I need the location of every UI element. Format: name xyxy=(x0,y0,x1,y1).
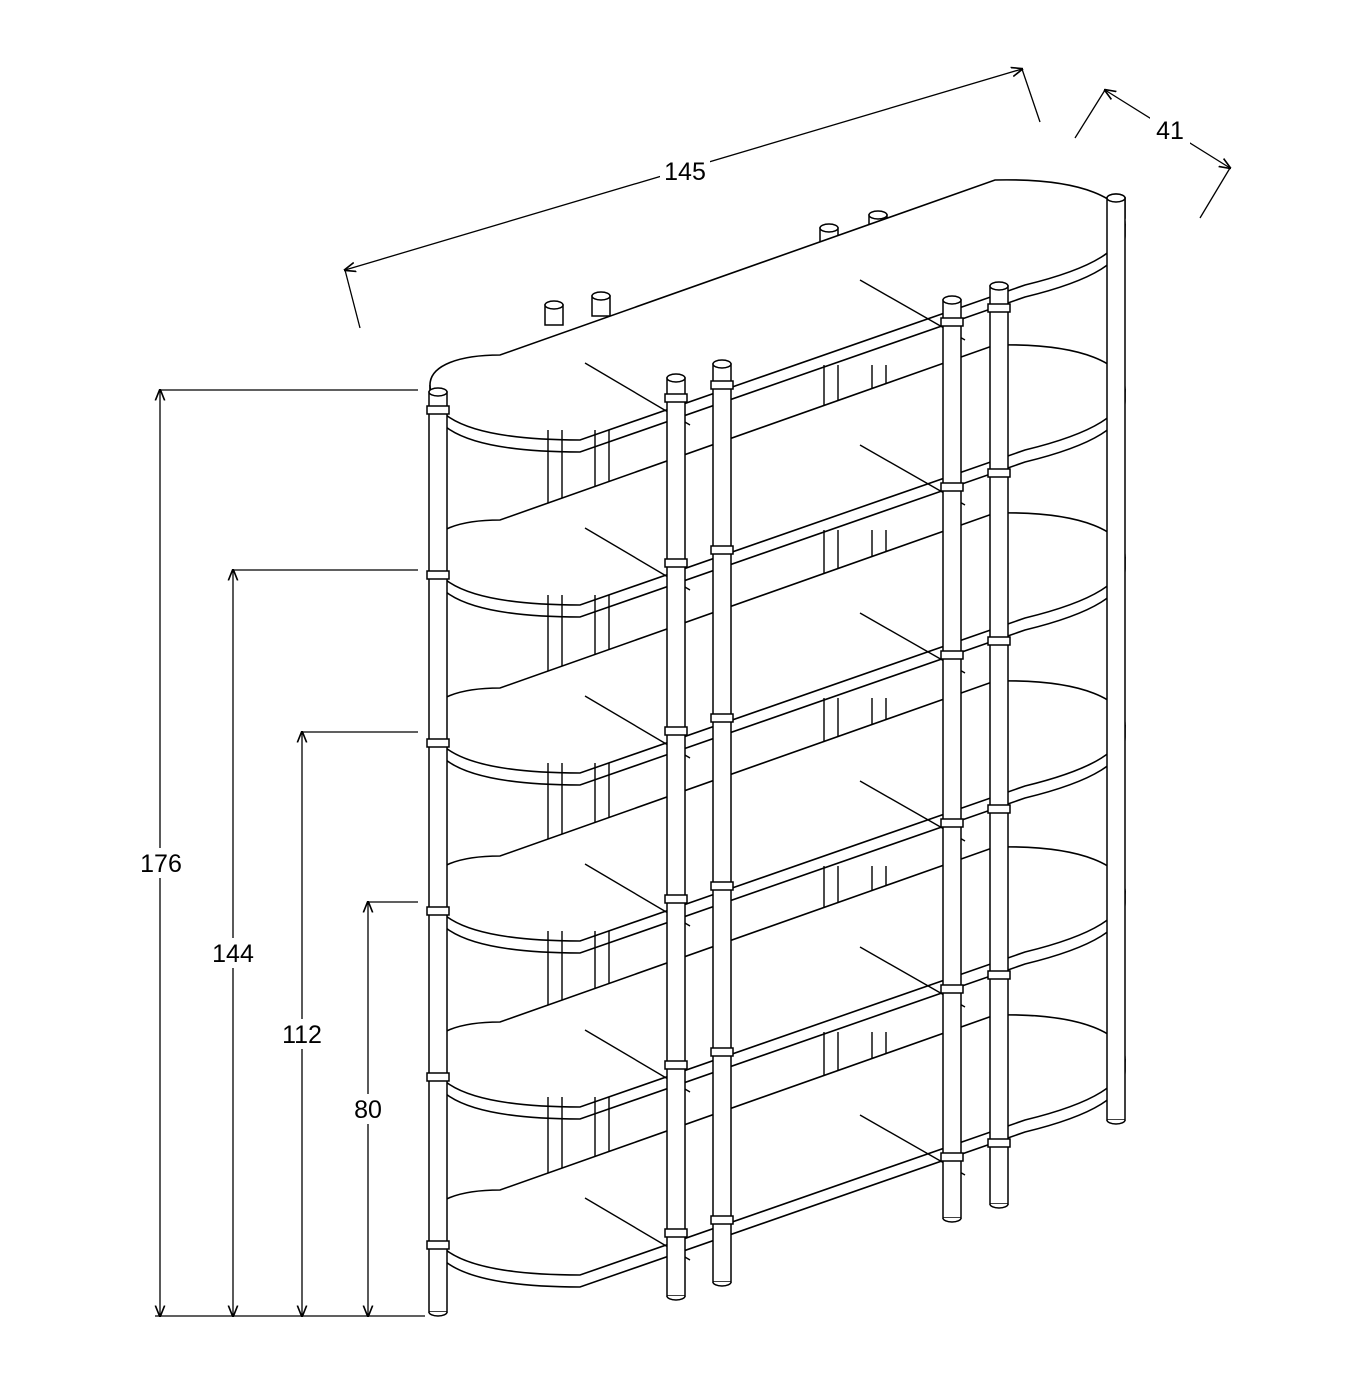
post-clamp xyxy=(426,738,450,748)
height-112-label: 112 xyxy=(282,1021,322,1049)
post-clamp xyxy=(426,1072,450,1082)
post-bottom xyxy=(712,1281,732,1287)
post-clamp xyxy=(987,804,1011,814)
post-body xyxy=(1106,197,1126,1121)
post-top xyxy=(942,295,962,305)
post-clamp xyxy=(710,881,734,891)
post-body xyxy=(666,377,686,1297)
post-bottom xyxy=(989,1203,1009,1209)
post-bottom xyxy=(666,1295,686,1301)
post-clamp xyxy=(940,818,964,828)
rear-post-top xyxy=(868,210,888,220)
front-post-5 xyxy=(987,281,1011,1209)
post-clamp xyxy=(940,482,964,492)
height-176-label: 176 xyxy=(140,850,182,878)
post-top xyxy=(712,359,732,369)
post-top xyxy=(1106,193,1126,203)
post-top xyxy=(428,387,448,397)
post-clamp xyxy=(710,713,734,723)
front-post-2 xyxy=(664,373,688,1301)
shelves xyxy=(429,179,1126,1288)
rear-post-top xyxy=(591,291,611,301)
post-clamp xyxy=(426,570,450,580)
post-body xyxy=(712,363,732,1283)
height-80-label: 80 xyxy=(354,1096,382,1124)
post-clamp xyxy=(426,405,450,415)
front-post-4 xyxy=(940,295,964,1223)
post-clamp xyxy=(710,1047,734,1057)
right-end-post xyxy=(1106,193,1126,1125)
front-post-3 xyxy=(710,359,734,1287)
post-clamp xyxy=(987,1138,1011,1148)
rear-post-cap xyxy=(591,291,611,317)
width-label: 145 xyxy=(664,158,706,186)
post-clamp xyxy=(940,650,964,660)
post-clamp xyxy=(664,393,688,403)
post-body xyxy=(428,391,448,1313)
post-clamp xyxy=(710,545,734,555)
rear-post-top xyxy=(819,223,839,233)
rear-post-cap xyxy=(544,300,564,326)
rear-post-top xyxy=(544,300,564,310)
post-clamp xyxy=(710,380,734,390)
post-clamp xyxy=(987,303,1011,313)
front-posts xyxy=(426,193,1126,1317)
post-body xyxy=(942,299,962,1219)
post-clamp xyxy=(664,558,688,568)
post-bottom xyxy=(428,1311,448,1317)
post-clamp xyxy=(940,984,964,994)
post-clamp xyxy=(987,468,1011,478)
post-top xyxy=(666,373,686,383)
post-clamp xyxy=(987,636,1011,646)
post-clamp xyxy=(987,970,1011,980)
height-144-label: 144 xyxy=(212,940,254,968)
post-clamp xyxy=(664,1060,688,1070)
post-clamp xyxy=(426,906,450,916)
post-bottom xyxy=(942,1217,962,1223)
post-clamp xyxy=(664,894,688,904)
post-clamp xyxy=(664,726,688,736)
depth-label: 41 xyxy=(1156,117,1184,145)
post-clamp xyxy=(426,1240,450,1250)
post-clamp xyxy=(940,317,964,327)
post-top xyxy=(989,281,1009,291)
post-body xyxy=(989,285,1009,1205)
post-clamp xyxy=(710,1215,734,1225)
front-post-1 xyxy=(426,387,450,1317)
post-bottom xyxy=(1106,1119,1126,1125)
post-clamp xyxy=(664,1228,688,1238)
post-clamp xyxy=(940,1152,964,1162)
